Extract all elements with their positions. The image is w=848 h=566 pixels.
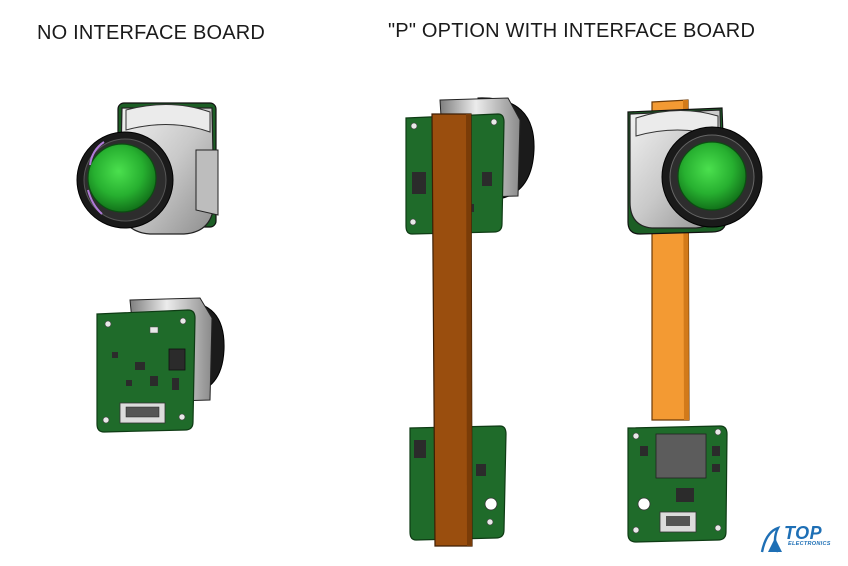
camera-front-with-interface-board <box>627 99 763 543</box>
camera-front-no-board <box>76 102 219 235</box>
logo-subtext: ELECTRONICS <box>788 541 831 547</box>
camera-rear-no-board <box>96 297 225 433</box>
top-electronics-logo-icon <box>760 525 782 553</box>
top-electronics-logo: TOP ELECTRONICS <box>758 524 831 547</box>
camera-rear-with-interface-board <box>405 97 535 547</box>
logo-wordmark: TOP <box>784 523 823 543</box>
heading-no-interface-board: NO INTERFACE BOARD <box>37 22 266 44</box>
heading-p-option-with-interface-board: "P" OPTION WITH INTERFACE BOARD <box>388 20 756 42</box>
